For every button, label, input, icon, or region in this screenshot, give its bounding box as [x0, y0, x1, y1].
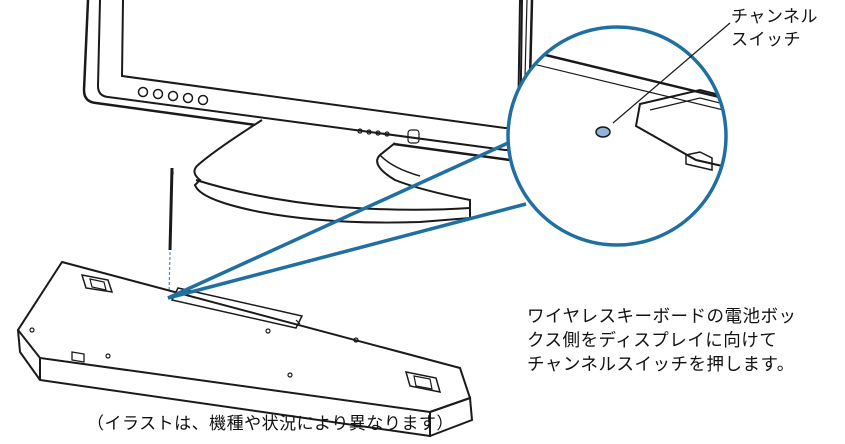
monitor-button — [152, 88, 164, 100]
magnifier-circle — [506, 25, 728, 247]
monitor-small-button — [384, 131, 390, 137]
stylus-tool — [165, 167, 174, 301]
monitor-button — [137, 86, 149, 98]
keyboard — [16, 260, 474, 438]
monitor-side-buttons — [357, 128, 420, 144]
stylus-guide-line — [168, 251, 171, 297]
callout-leader-line — [612, 22, 731, 124]
monitor-small-button — [375, 130, 381, 136]
channel-switch — [595, 126, 611, 138]
instruction-line2: クス側をディスプレイに向けて — [527, 331, 778, 351]
illustration-caption: （イラストは、機種や状況により異なります） — [87, 414, 454, 434]
instruction-line1: ワイヤレスキーボードの電池ボッ — [527, 307, 797, 327]
monitor-small-button — [366, 129, 372, 135]
channel-switch-label-line2: スイッチ — [731, 30, 801, 50]
monitor-small-button — [357, 128, 363, 134]
monitor-button — [197, 94, 209, 106]
monitor-button — [182, 92, 194, 104]
monitor-button — [167, 90, 179, 102]
callout-beam — [167, 136, 527, 300]
channel-switch-label: チャンネル スイッチ — [731, 6, 818, 52]
channel-switch-label-line1: チャンネル — [731, 7, 818, 27]
power-button-icon — [407, 129, 420, 144]
instruction-line3: チャンネルスイッチを押します。 — [527, 355, 795, 375]
monitor-front-buttons — [137, 86, 209, 106]
instruction-text: ワイヤレスキーボードの電池ボッ クス側をディスプレイに向けて チャンネルスイッチ… — [527, 305, 796, 377]
monitor-stand — [193, 119, 471, 224]
